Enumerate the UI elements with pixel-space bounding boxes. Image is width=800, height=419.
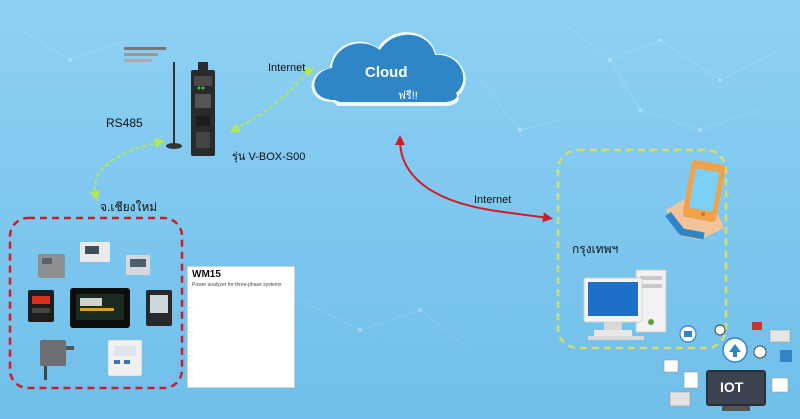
internet-label-top: Internet	[268, 62, 306, 74]
meter-devices	[28, 242, 172, 380]
destination-site-group	[556, 148, 728, 350]
iot-icon-cluster	[663, 322, 792, 411]
meter-device-7	[40, 340, 66, 366]
cloud-title: Cloud	[365, 64, 408, 81]
source-site-group	[8, 216, 184, 390]
smartphone-icon	[665, 160, 726, 240]
wm15-subtitle: Power analyzer for three-phase systems	[192, 282, 282, 288]
gateway-model-label: รุ่น V-BOX-S00	[232, 151, 306, 163]
meter-device-1	[38, 254, 65, 278]
cloud-icon	[311, 32, 466, 106]
wm15-title: WM15	[192, 269, 221, 280]
background-network-pattern	[19, 19, 781, 351]
gateway-device-icon	[124, 47, 215, 156]
internet-link-arrow-top	[229, 67, 315, 133]
wm15-meter-card: WM15 Power analyzer for three-phase syst…	[187, 266, 295, 388]
source-site-label: จ.เชียงใหม่	[100, 200, 158, 214]
rs485-label: RS485	[106, 116, 143, 130]
destination-site-label: กรุงเทพฯ	[572, 242, 619, 256]
iot-badge-label: IOT	[720, 379, 744, 395]
meter-device-8	[107, 339, 143, 377]
desktop-computer-icon	[583, 269, 667, 340]
meter-device-4	[28, 290, 54, 322]
internet-label-mid: Internet	[474, 194, 512, 206]
cloud-free-badge: ฟรี!!	[398, 90, 418, 102]
rs485-link-arrow	[89, 138, 165, 201]
internet-link-arrow-red	[395, 135, 553, 223]
